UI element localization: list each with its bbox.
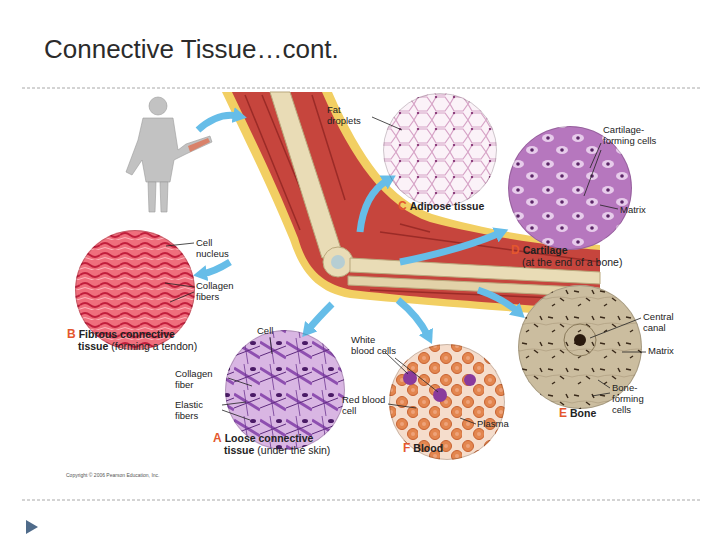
callout-letter: B — [67, 327, 76, 341]
tissue-heading: BFibrous connective tissue(forming a ten… — [67, 328, 206, 352]
tissue-name: Bone — [570, 407, 596, 419]
tissue-note: (at the end of a bone) — [522, 256, 657, 268]
tissue-note: (forming a tendon) — [111, 340, 197, 352]
tissue-heading: ALoose connective tissue(under the skin) — [213, 432, 342, 456]
tissue-name: Blood — [413, 442, 443, 454]
tissue-note: (under the skin) — [257, 444, 330, 456]
callout-letter: A — [213, 431, 222, 445]
part-label: Central canal — [643, 311, 691, 333]
tissue-heading: DCartilage(at the end of a bone) — [511, 244, 657, 268]
part-label: White blood cells — [351, 334, 397, 356]
part-label: Elastic fibers — [175, 399, 221, 421]
part-label: Collagen fiber — [175, 368, 227, 390]
part-label: Fat droplets — [327, 104, 375, 126]
part-label: Bone-forming cells — [612, 382, 664, 415]
callout-letter: F — [403, 441, 410, 455]
copyright-note: Copyright © 2006 Pearson Education, Inc. — [66, 472, 286, 478]
callout-letter: D — [511, 243, 520, 257]
tissue-micrograph: BFibrous connective tissue(forming a ten… — [75, 230, 195, 350]
tissue-micrograph: ALoose connective tissue(under the skin) — [225, 330, 345, 450]
slide-title: Connective Tissue…cont. — [44, 34, 339, 65]
part-label: Plasma — [477, 418, 517, 429]
part-label: Matrix — [620, 204, 660, 215]
tissue-name: Cartilage — [523, 244, 568, 256]
part-label: Collagen fibers — [196, 280, 246, 302]
tissue-micrograph: CAdipose tissue — [383, 93, 497, 207]
part-label: Cell nucleus — [196, 237, 246, 259]
part-label: Red blood cell — [342, 394, 388, 416]
tissue-micrograph: FBlood — [389, 344, 505, 460]
tissue-heading: FBlood — [403, 442, 484, 454]
part-label: Matrix — [648, 345, 688, 356]
part-label: Cell — [257, 325, 287, 336]
callout-letter: E — [559, 406, 567, 420]
part-label: Cartilage-forming cells — [603, 124, 657, 146]
tissue-name: Adipose tissue — [410, 200, 485, 212]
tissue-heading: CAdipose tissue — [398, 200, 504, 212]
callout-letter: C — [398, 199, 407, 213]
